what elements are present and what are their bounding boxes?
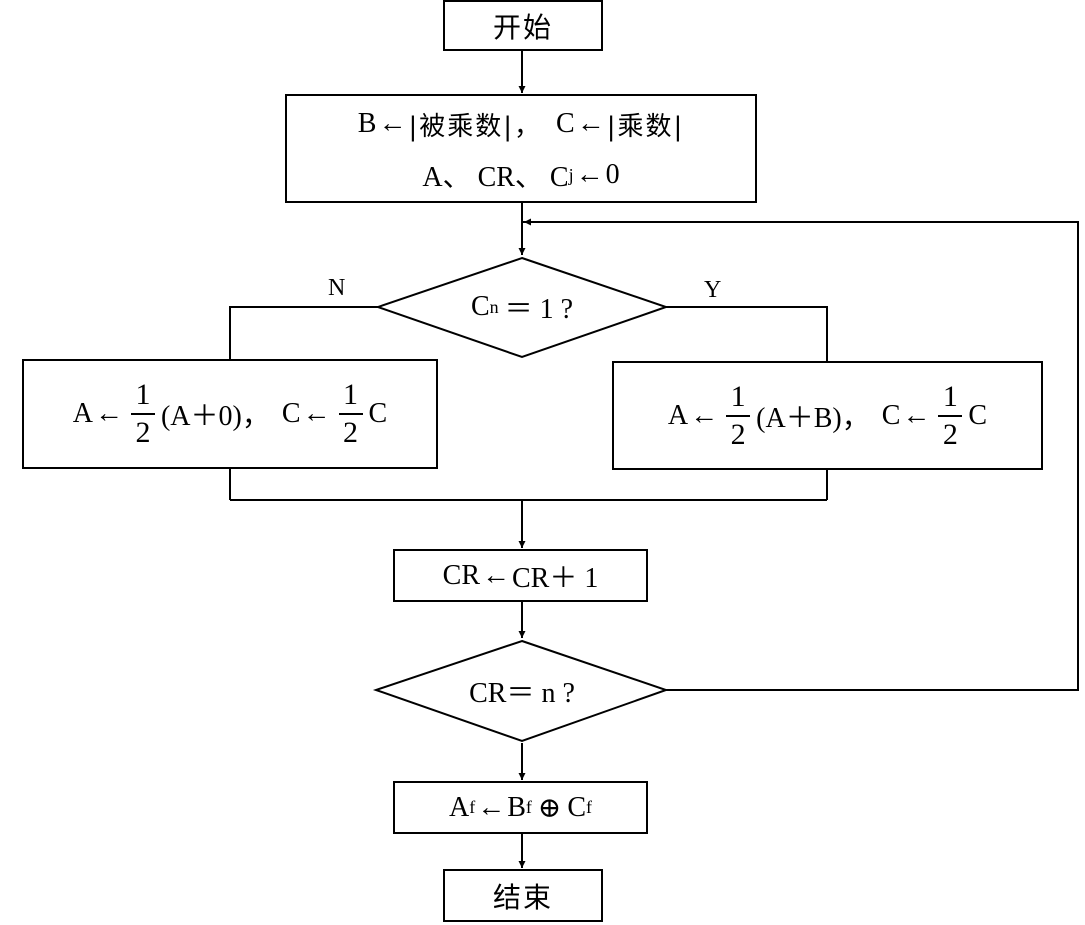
init-registers: A、 CR、 C: [422, 162, 569, 193]
init-node: [285, 94, 757, 203]
line-loop-back: [522, 221, 1079, 691]
frac-den: 2: [730, 417, 746, 451]
start-label: 开始: [492, 10, 553, 44]
no-branch-node: [22, 359, 438, 469]
decision1-diamond: [374, 256, 670, 359]
no-branch-expr: (A＋0)，: [160, 401, 270, 432]
sign-a: A: [448, 791, 470, 823]
arrow-symbol: ←: [902, 399, 931, 431]
arrow-symbol: ←: [302, 398, 331, 429]
arrow-symbol: ←: [576, 108, 605, 139]
frac-bar: [938, 414, 963, 417]
init-line-1: B ← |被乘数|， C ← |乘数|: [285, 104, 757, 144]
init-zero: 0: [605, 159, 620, 190]
frac-bar: [130, 413, 155, 415]
frac-num: 1: [730, 379, 746, 413]
yes-branch-c: C: [881, 399, 901, 431]
init-registers-sub: j: [568, 164, 574, 185]
init-multiplicand: |被乘数|，: [408, 111, 542, 142]
line-decision1-yes: [666, 306, 828, 362]
yes-branch-a: A: [667, 399, 689, 431]
decision2-label: CR＝ n ?: [469, 678, 575, 709]
line-decision1-no: [229, 306, 378, 360]
frac-den: 2: [942, 417, 958, 451]
start-node: [443, 0, 603, 51]
frac-bar: [726, 414, 751, 417]
yes-branch-expr: (A＋B)，: [756, 402, 870, 434]
frac-num: 1: [343, 378, 359, 411]
sign-b-sub: f: [525, 797, 532, 817]
frac-den: 2: [135, 416, 151, 449]
sign-node: [393, 781, 648, 834]
end-node: [443, 869, 603, 922]
decision1-c: C: [470, 291, 490, 322]
sign-a-sub: f: [469, 797, 476, 817]
init-multiplier: |乘数|: [606, 111, 685, 142]
yes-branch-tail: C: [968, 399, 988, 431]
yes-label: Y: [704, 277, 722, 303]
arrow-symbol: ←: [378, 108, 407, 139]
no-branch-tail: C: [368, 398, 388, 429]
no-branch-c: C: [281, 398, 301, 429]
init-b: B: [357, 108, 377, 139]
arrow-symbol: ←: [690, 399, 719, 431]
yes-branch-node: [612, 361, 1043, 470]
sign-b: B: [507, 791, 526, 823]
arrow-symbol: ←: [477, 791, 506, 823]
decision1-sub: n: [489, 296, 499, 317]
no-branch-a: A: [72, 398, 93, 429]
increment-label: CR ← CR＋ 1: [393, 549, 648, 602]
end-label: 结束: [492, 880, 553, 914]
arrow-symbol: ←: [575, 159, 604, 190]
frac-den: 2: [343, 416, 359, 449]
increment-left: CR: [442, 559, 480, 591]
sign-c-sub: f: [586, 797, 593, 817]
frac-bar: [338, 413, 363, 415]
arrow-symbol: ←: [482, 559, 510, 591]
increment-node: [393, 549, 648, 602]
decision1-cond: ＝ 1 ?: [504, 294, 574, 325]
increment-right: CR＋ 1: [512, 562, 599, 594]
frac-num: 1: [942, 379, 958, 413]
xor-symbol: ⊕: [537, 792, 562, 824]
no-label: N: [328, 275, 346, 301]
sign-c: C: [567, 791, 587, 823]
arrow-symbol: ←: [94, 398, 123, 429]
frac-num: 1: [135, 378, 151, 411]
init-c: C: [556, 108, 575, 139]
decision2-diamond: [372, 639, 670, 743]
